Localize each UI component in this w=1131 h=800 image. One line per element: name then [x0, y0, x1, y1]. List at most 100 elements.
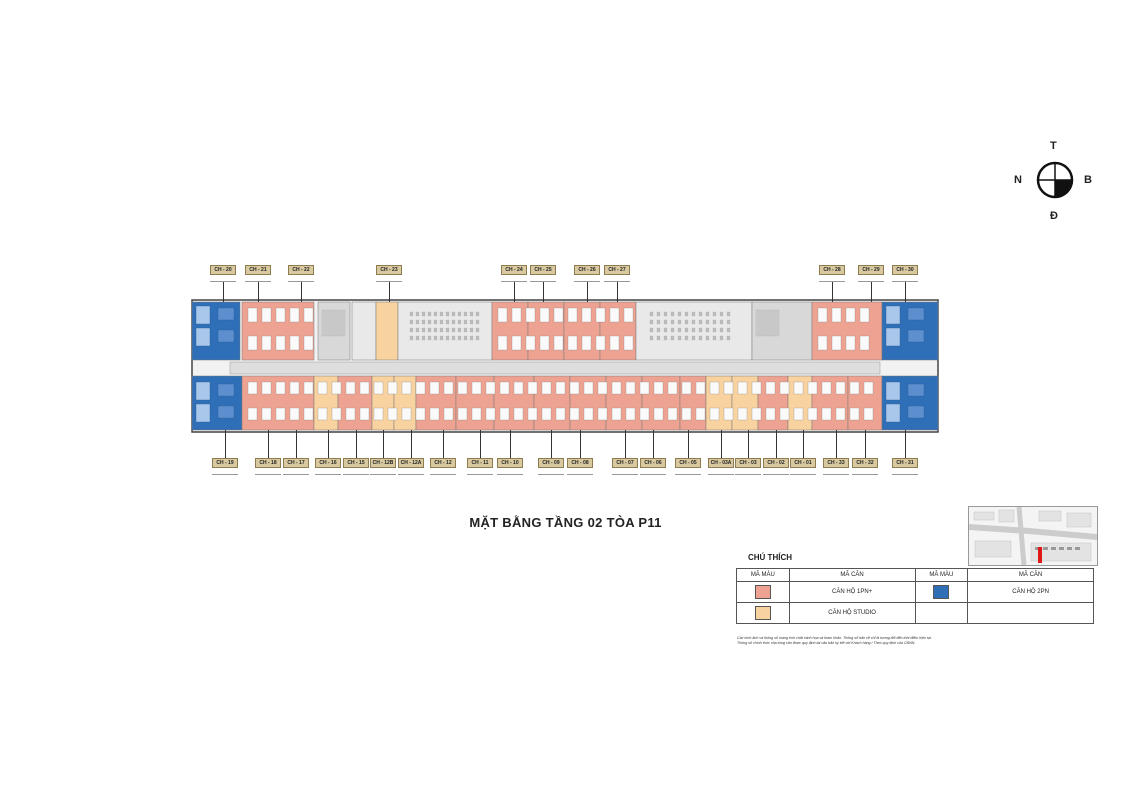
room-2pn — [907, 329, 925, 343]
room-detail — [275, 407, 286, 421]
hall-seat — [469, 319, 474, 325]
room-detail — [779, 381, 790, 395]
room-detail — [499, 407, 510, 421]
unit-area-line — [212, 469, 238, 475]
site-key-map — [968, 506, 1098, 566]
room-detail — [247, 407, 258, 421]
hall-seat — [427, 311, 432, 317]
room-2pn — [907, 405, 925, 419]
hall-seat — [415, 311, 420, 317]
room-detail — [611, 381, 622, 395]
hall-seat — [457, 311, 462, 317]
unit-tag: CH - 12A — [398, 458, 424, 468]
hall-seat — [726, 327, 731, 333]
hall-seat — [712, 335, 717, 341]
room-detail — [247, 307, 258, 323]
unit-tag: CH - 30 — [892, 265, 918, 275]
hall-seat — [439, 319, 444, 325]
compass-top-label: T — [1050, 140, 1057, 152]
unit-leader-line — [617, 282, 618, 302]
hall-seat — [433, 311, 438, 317]
floor-plan — [191, 299, 939, 433]
hall-seat — [433, 319, 438, 325]
unit-tag: CH - 05 — [675, 458, 701, 468]
hall-seat — [421, 311, 426, 317]
room-detail — [581, 307, 592, 323]
room-detail — [471, 407, 482, 421]
unit-area-line — [283, 469, 309, 475]
room-detail — [289, 381, 300, 395]
room-detail — [553, 335, 564, 351]
unit-leader-line — [905, 282, 906, 302]
unit-tag: CH - 25 — [530, 265, 556, 275]
room-detail — [555, 407, 566, 421]
unit-area-line — [538, 469, 564, 475]
hall-seat — [439, 335, 444, 341]
room-detail — [653, 407, 664, 421]
hall-seat — [705, 327, 710, 333]
hall-seat — [463, 311, 468, 317]
hall-seat — [726, 311, 731, 317]
room-detail — [611, 407, 622, 421]
room-detail — [597, 381, 608, 395]
unit-leader-line — [865, 430, 866, 458]
room-detail — [373, 407, 384, 421]
stair-step — [333, 309, 337, 337]
unit-leader-line — [510, 430, 511, 458]
room-2pn — [907, 307, 925, 321]
hall-seat — [712, 327, 717, 333]
room-detail — [457, 407, 468, 421]
hall-seat — [670, 319, 675, 325]
room-detail — [261, 407, 272, 421]
room-detail — [831, 307, 842, 323]
stair-step — [321, 309, 325, 337]
hall-seat — [726, 319, 731, 325]
unit-leader-line — [653, 430, 654, 458]
room-detail — [695, 407, 706, 421]
unit-tag: CH - 01 — [790, 458, 816, 468]
hall-seat — [691, 327, 696, 333]
room-detail — [653, 381, 664, 395]
bedroom-2pn — [885, 381, 901, 401]
hall-seat — [451, 319, 456, 325]
hall-seat — [670, 311, 675, 317]
room-detail — [289, 335, 300, 351]
room-detail — [807, 381, 818, 395]
room-detail — [751, 407, 762, 421]
room-detail — [639, 407, 650, 421]
room-detail — [497, 307, 508, 323]
room-detail — [261, 381, 272, 395]
unit-tag: CH - 33 — [823, 458, 849, 468]
hall-seat — [670, 327, 675, 333]
hall-seat — [475, 335, 480, 341]
bedroom-2pn — [885, 327, 901, 347]
stair-step — [339, 309, 343, 337]
room-detail — [497, 335, 508, 351]
hall-seat — [415, 335, 420, 341]
room-detail — [609, 307, 620, 323]
room-detail — [247, 381, 258, 395]
stair-step — [764, 309, 768, 337]
hall-seat — [677, 319, 682, 325]
unit-area-line — [735, 469, 761, 475]
unit-tag: CH - 09 — [538, 458, 564, 468]
room-detail — [681, 381, 692, 395]
unit-leader-line — [514, 282, 515, 302]
hall-seat — [445, 311, 450, 317]
unit-leader-line — [587, 282, 588, 302]
room-detail — [525, 335, 536, 351]
hall-seat — [726, 335, 731, 341]
hall-seat — [463, 327, 468, 333]
unit-tag: CH - 32 — [852, 458, 878, 468]
corridor — [229, 361, 881, 375]
stair-step — [330, 309, 334, 337]
unit-tag: CH - 12 — [430, 458, 456, 468]
room-detail — [303, 307, 314, 323]
unit-leader-line — [443, 430, 444, 458]
room-detail — [525, 307, 536, 323]
unit-area-line — [343, 469, 369, 475]
bedroom-2pn — [195, 381, 211, 401]
unit-area-line — [255, 469, 281, 475]
room-detail — [807, 407, 818, 421]
room-detail — [859, 307, 870, 323]
